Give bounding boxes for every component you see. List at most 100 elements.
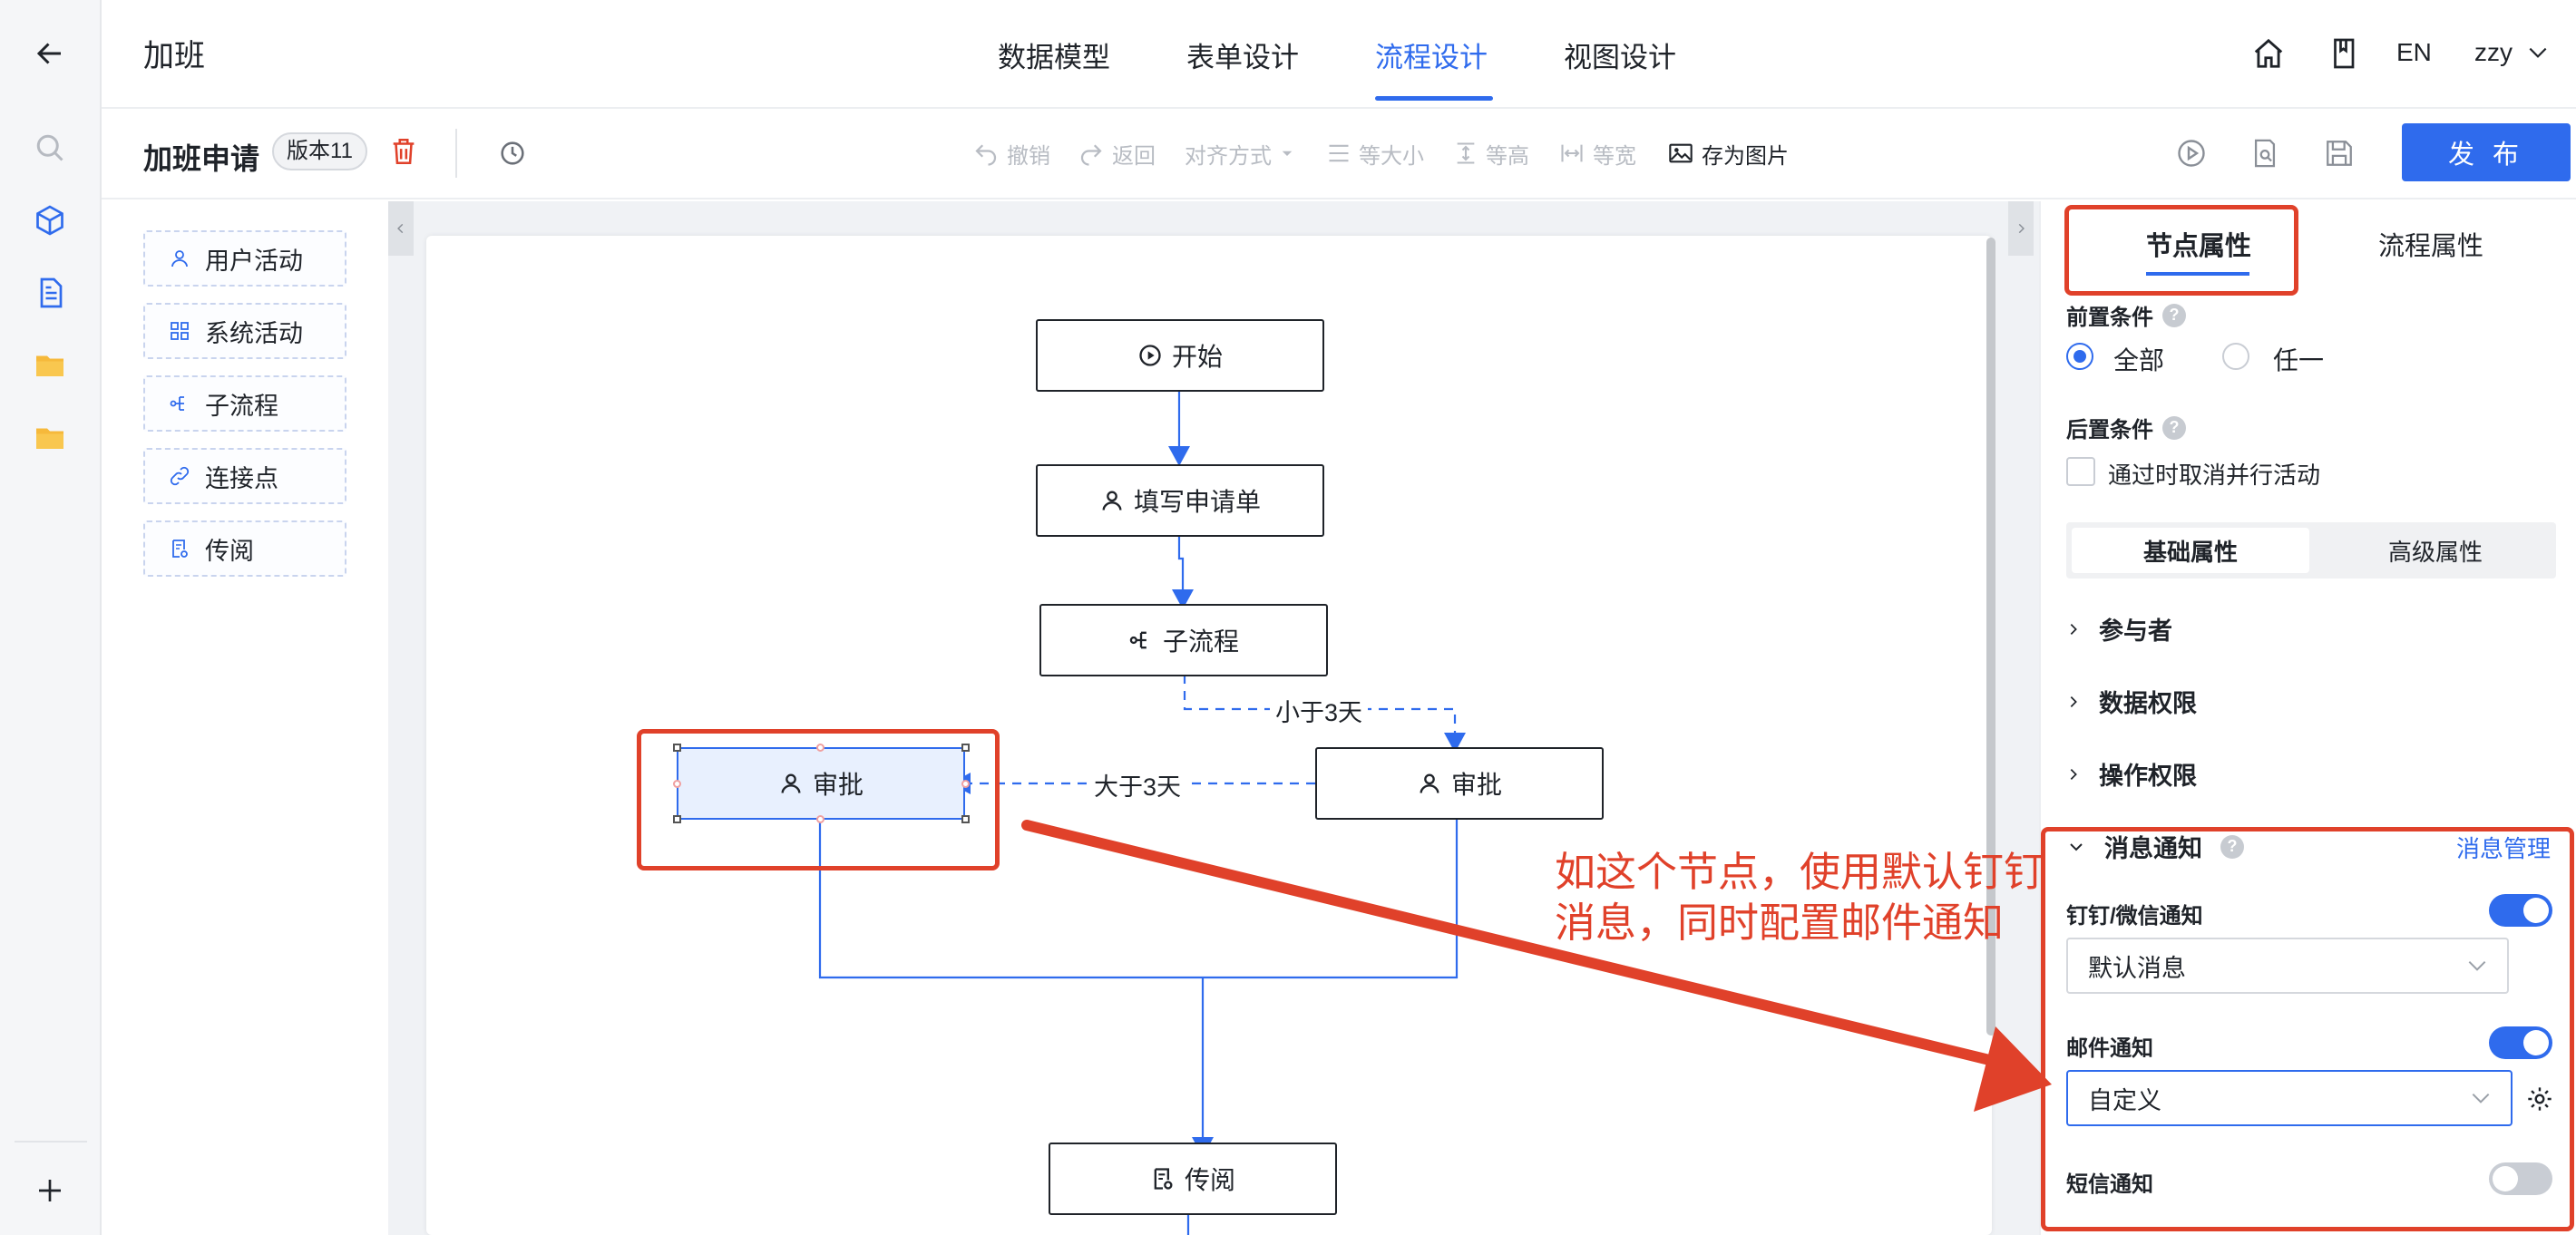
resize-handle[interactable] [673, 744, 681, 752]
edge-merge [818, 820, 1459, 979]
folder-icon[interactable] [25, 413, 74, 462]
flow-node-approve-right[interactable]: 审批 [1315, 747, 1604, 820]
align-dropdown[interactable]: 对齐方式 [1185, 132, 1295, 174]
app-title: 加班 [143, 39, 205, 73]
undo-button[interactable]: 撤销 [972, 132, 1050, 174]
radio-any[interactable] [2222, 343, 2249, 370]
gear-icon[interactable] [2522, 1081, 2558, 1117]
edge-label-gt3[interactable]: 大于3天 [1088, 767, 1187, 802]
language-switch[interactable]: EN [2396, 38, 2432, 66]
image-icon [1669, 143, 1693, 163]
save-icon[interactable] [2324, 132, 2355, 174]
help-icon[interactable]: ? [2220, 834, 2244, 859]
help-icon[interactable]: ? [2162, 303, 2186, 327]
caret-down-icon [1282, 151, 1293, 156]
flow-node-subflow[interactable]: 子流程 [1039, 604, 1328, 676]
property-segment: 基础属性 高级属性 [2066, 522, 2556, 579]
chevron-right-icon [2070, 768, 2077, 780]
flow-node-start[interactable]: 开始 [1036, 319, 1324, 392]
dingtalk-message-select[interactable]: 默认消息 [2066, 938, 2509, 994]
flow-node-approve-selected[interactable]: 审批 [677, 747, 965, 820]
book-icon[interactable] [2324, 33, 2366, 74]
palette-item-user-activity[interactable]: 用户活动 [143, 230, 346, 287]
section-data-permission[interactable]: 数据权限 [2066, 684, 2197, 719]
annotation-box-notification [2041, 827, 2574, 1231]
flow-node-circulate[interactable]: 传阅 [1049, 1143, 1337, 1215]
anchor-point[interactable] [961, 780, 970, 788]
properties-panel: 节点属性 流程属性 前置条件 ? 全部 任一 后置条件 ? 通过时取消并行活动 … [2039, 201, 2576, 1235]
palette-item-subflow[interactable]: 子流程 [143, 375, 346, 432]
home-icon[interactable] [2248, 33, 2289, 74]
anchor-point[interactable] [816, 815, 825, 823]
palette-item-system-activity[interactable]: 系统活动 [143, 303, 346, 359]
flow-node-fill-form[interactable]: 填写申请单 [1036, 464, 1324, 537]
email-message-select[interactable]: 自定义 [2066, 1070, 2513, 1126]
same-size-button[interactable]: 等大小 [1326, 132, 1424, 174]
segment-advanced[interactable]: 高级属性 [2387, 538, 2483, 566]
dingtalk-label: 钉钉/微信通知 [2066, 904, 2203, 929]
active-tab-underline [1375, 96, 1493, 101]
document-icon[interactable] [25, 268, 74, 317]
anchor-point[interactable] [816, 744, 825, 752]
same-height-button[interactable]: 等高 [1453, 132, 1529, 174]
top-header: 加班 数据模型 表单设计 流程设计 视图设计 EN zzy [102, 0, 2576, 109]
radio-any-label: 任一 [2273, 346, 2325, 374]
subflow-icon [170, 396, 184, 411]
chevron-left-icon [397, 223, 404, 234]
palette-item-connector[interactable]: 连接点 [143, 448, 346, 504]
edge-label-lt3[interactable]: 小于3天 [1270, 693, 1369, 728]
folder-icon[interactable] [25, 341, 74, 390]
sms-toggle[interactable] [2489, 1162, 2552, 1195]
tab-flow-design[interactable]: 流程设计 [1375, 42, 1488, 73]
tab-process-properties[interactable]: 流程属性 [2378, 232, 2484, 261]
collapse-right-handle[interactable] [2008, 201, 2034, 256]
palette-item-circulate[interactable]: 传阅 [143, 520, 346, 577]
tab-node-properties[interactable]: 节点属性 [2146, 232, 2252, 261]
play-icon[interactable] [2175, 132, 2208, 174]
segment-basic[interactable]: 基础属性 [2072, 528, 2309, 573]
circulate-icon [1154, 1168, 1173, 1190]
toolbar-divider [455, 129, 457, 178]
cancel-parallel-checkbox[interactable] [2066, 457, 2095, 486]
save-image-button[interactable]: 存为图片 [1667, 132, 1789, 174]
canvas-scrollbar[interactable] [1986, 238, 1995, 1036]
tab-form-design[interactable]: 表单设计 [1186, 42, 1299, 73]
dingtalk-toggle[interactable] [2489, 894, 2552, 927]
radio-all[interactable] [2066, 343, 2093, 370]
preview-icon[interactable] [2249, 132, 2280, 174]
section-participants[interactable]: 参与者 [2066, 611, 2172, 647]
chevron-down-icon [2468, 960, 2486, 971]
history-icon[interactable] [497, 132, 528, 174]
resize-handle[interactable] [673, 815, 681, 823]
cube-icon[interactable] [25, 196, 74, 245]
search-icon[interactable] [25, 123, 74, 172]
user-name[interactable]: zzy [2474, 38, 2513, 66]
plus-icon[interactable] [25, 1166, 74, 1215]
link-icon [170, 466, 190, 486]
resize-handle[interactable] [961, 744, 970, 752]
tab-data-model[interactable]: 数据模型 [998, 42, 1110, 73]
anchor-point[interactable] [673, 780, 681, 788]
rail-divider [15, 1141, 87, 1143]
publish-button[interactable]: 发 布 [2402, 123, 2571, 181]
section-notification[interactable]: 消息通知 ? [2066, 829, 2244, 864]
resize-handle[interactable] [961, 815, 970, 823]
email-toggle[interactable] [2489, 1026, 2552, 1059]
back-arrow-icon[interactable] [25, 29, 74, 78]
collapse-left-handle[interactable] [388, 201, 414, 256]
version-badge[interactable]: 版本11 [272, 132, 367, 170]
chevron-down-icon [2070, 842, 2083, 851]
flow-canvas[interactable]: 开始 填写申请单 子流程 审批 审批 传阅 小于3天 [426, 236, 1992, 1235]
message-manage-link[interactable]: 消息管理 [2456, 835, 2552, 862]
section-operation-permission[interactable]: 操作权限 [2066, 756, 2197, 792]
chevron-down-icon[interactable] [2520, 34, 2556, 71]
tab-view-design[interactable]: 视图设计 [1564, 42, 1676, 73]
trash-icon[interactable] [388, 131, 419, 172]
same-width-button[interactable]: 等宽 [1558, 132, 1636, 174]
sms-label: 短信通知 [2066, 1172, 2153, 1197]
help-icon[interactable]: ? [2162, 415, 2186, 440]
user-icon [171, 250, 188, 267]
redo-button[interactable]: 返回 [1078, 132, 1156, 174]
left-rail [0, 0, 102, 1235]
